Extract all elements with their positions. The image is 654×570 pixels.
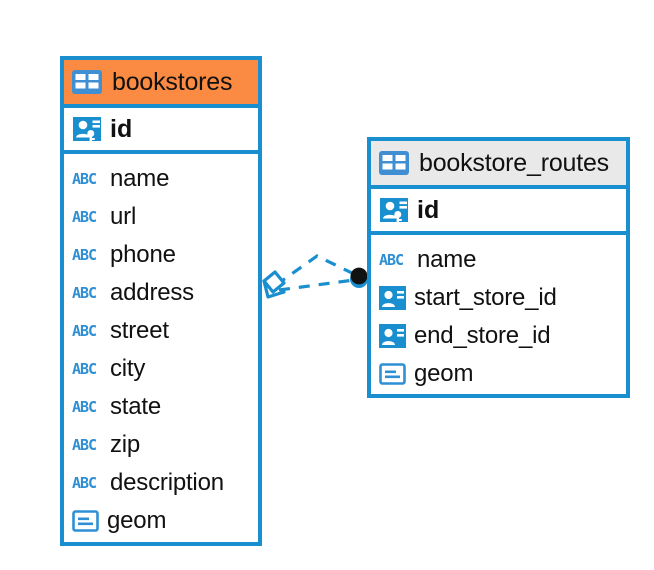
- field-row[interactable]: end_store_id: [379, 317, 618, 355]
- field-row[interactable]: ABC zip: [72, 426, 250, 464]
- geometry-type-icon: [379, 363, 406, 385]
- field-row[interactable]: ABC street: [72, 312, 250, 350]
- entity-title-bookstores: bookstores: [112, 67, 233, 96]
- entity-table-bookstores[interactable]: bookstores id: [60, 56, 262, 546]
- text-type-icon: ABC: [379, 251, 409, 269]
- field-row[interactable]: geom: [72, 502, 250, 540]
- svg-text:ABC: ABC: [72, 360, 96, 378]
- field-row[interactable]: start_store_id: [379, 279, 618, 317]
- text-type-icon: ABC: [72, 170, 102, 188]
- field-row[interactable]: ABC name: [72, 160, 250, 198]
- svg-text:ABC: ABC: [72, 322, 96, 340]
- text-type-icon: ABC: [72, 208, 102, 226]
- field-list-bookstores: ABC name ABC url ABC p: [64, 154, 258, 544]
- text-type-icon: ABC: [72, 284, 102, 302]
- field-label: zip: [110, 431, 141, 458]
- primary-key-label-bookstore-routes: id: [417, 195, 440, 224]
- text-type-icon: ABC: [72, 398, 102, 416]
- text-type-icon: ABC: [72, 436, 102, 454]
- field-row[interactable]: ABC city: [72, 350, 250, 388]
- svg-text:ABC: ABC: [72, 284, 96, 302]
- primary-key-row-bookstores[interactable]: id: [64, 108, 258, 154]
- relationship-line-lower[interactable]: [278, 278, 355, 292]
- field-row[interactable]: ABC url: [72, 198, 250, 236]
- svg-text:ABC: ABC: [72, 474, 96, 492]
- field-label: address: [110, 279, 194, 306]
- svg-text:ABC: ABC: [72, 246, 96, 264]
- field-label: description: [110, 469, 224, 496]
- field-label: name: [417, 246, 477, 273]
- filled-circle-endpoint[interactable]: [350, 267, 368, 288]
- field-label: state: [110, 393, 162, 420]
- text-type-icon: ABC: [72, 474, 102, 492]
- field-label: phone: [110, 241, 176, 268]
- foreign-key-icon: [379, 286, 406, 310]
- field-row[interactable]: ABC phone: [72, 236, 250, 274]
- geometry-type-icon: [72, 510, 99, 532]
- field-list-bookstore-routes: ABC name start_store_id: [371, 235, 626, 397]
- field-label: end_store_id: [414, 322, 551, 349]
- field-label: street: [110, 317, 169, 344]
- table-icon: [379, 151, 409, 175]
- text-type-icon: ABC: [72, 246, 102, 264]
- field-label: name: [110, 165, 170, 192]
- text-type-icon: ABC: [72, 322, 102, 340]
- relationship-line-upper[interactable]: [275, 254, 355, 287]
- svg-text:ABC: ABC: [72, 398, 96, 416]
- primary-key-label-bookstores: id: [110, 114, 133, 143]
- primary-key-row-bookstore-routes[interactable]: id: [371, 189, 626, 235]
- field-label: city: [110, 355, 146, 382]
- svg-text:ABC: ABC: [72, 436, 96, 454]
- field-row[interactable]: geom: [379, 355, 618, 393]
- svg-text:ABC: ABC: [72, 208, 96, 226]
- primary-key-icon: [72, 114, 102, 144]
- field-row[interactable]: ABC address: [72, 274, 250, 312]
- svg-text:ABC: ABC: [379, 251, 403, 269]
- field-label: url: [110, 203, 137, 230]
- field-row[interactable]: ABC name: [379, 241, 618, 279]
- svg-text:ABC: ABC: [72, 170, 96, 188]
- primary-key-icon: [379, 195, 409, 225]
- field-row[interactable]: ABC description: [72, 464, 250, 502]
- field-label: geom: [107, 507, 167, 534]
- field-row[interactable]: ABC state: [72, 388, 250, 426]
- crows-foot-diamond-endpoint[interactable]: [262, 270, 286, 299]
- entity-header-bookstores[interactable]: bookstores: [64, 60, 258, 108]
- field-label: start_store_id: [414, 284, 557, 311]
- entity-title-bookstore-routes: bookstore_routes: [419, 148, 609, 177]
- field-label: geom: [414, 360, 474, 387]
- entity-table-bookstore-routes[interactable]: bookstore_routes id: [367, 137, 630, 398]
- table-icon: [72, 70, 102, 94]
- foreign-key-icon: [379, 324, 406, 348]
- entity-header-bookstore-routes[interactable]: bookstore_routes: [371, 141, 626, 189]
- text-type-icon: ABC: [72, 360, 102, 378]
